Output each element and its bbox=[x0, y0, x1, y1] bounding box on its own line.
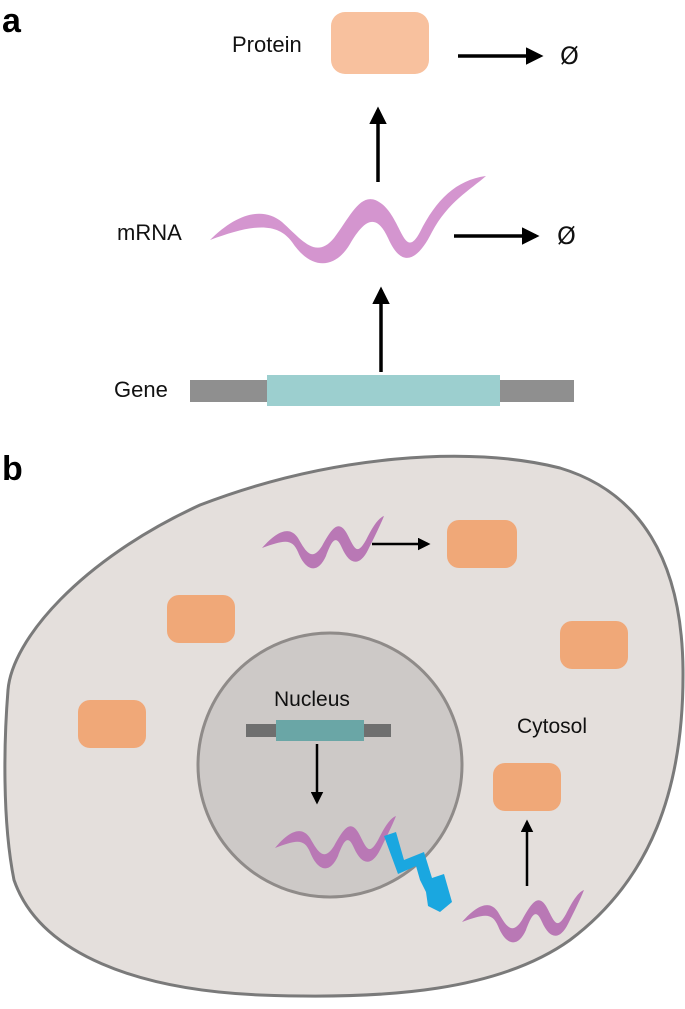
panel-a-label: a bbox=[2, 2, 22, 40]
protein-label: Protein bbox=[232, 32, 302, 57]
nucleus-gene-coding bbox=[276, 720, 364, 741]
protein-shape bbox=[331, 12, 429, 74]
nuclear-export-arrow bbox=[384, 832, 452, 912]
cytosol-protein-new bbox=[493, 763, 561, 811]
cytosol-protein-right bbox=[560, 621, 628, 669]
cytosol-protein-left-upper bbox=[167, 595, 235, 643]
nucleus bbox=[196, 631, 464, 899]
gene-label: Gene bbox=[114, 377, 168, 402]
panel-b-label: b bbox=[2, 450, 23, 488]
cytosol-label: Cytosol bbox=[517, 715, 587, 738]
cytosol-mrna-export bbox=[462, 890, 584, 943]
cytosol-protein-top bbox=[447, 520, 517, 568]
mrna-label: mRNA bbox=[117, 220, 182, 245]
cytosol-mrna-top bbox=[262, 516, 384, 569]
cytosol-protein-left-lower bbox=[78, 700, 146, 748]
protein-degradation-symbol: Ø bbox=[560, 42, 579, 70]
mrna-degradation-symbol: Ø bbox=[557, 222, 576, 250]
nucleus-mrna bbox=[275, 816, 396, 869]
mrna-shape bbox=[210, 176, 486, 264]
gene-coding-region bbox=[267, 375, 500, 406]
nucleus-label: Nucleus bbox=[274, 688, 350, 711]
